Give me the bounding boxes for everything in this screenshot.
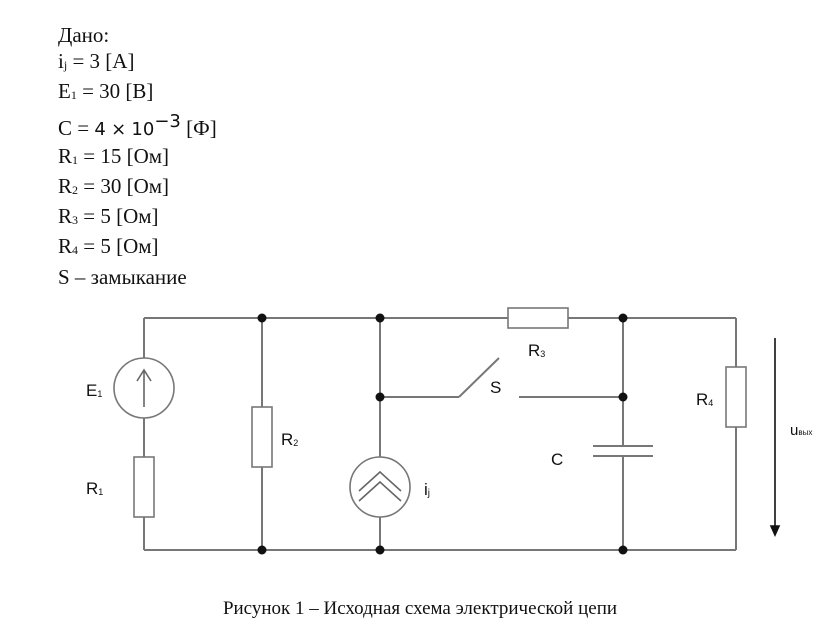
resistor-r3 bbox=[507, 307, 569, 329]
resistor-r4 bbox=[725, 366, 747, 428]
node bbox=[257, 313, 267, 323]
node bbox=[618, 392, 628, 402]
param-r1: R1 = 15 [Ом] bbox=[58, 143, 170, 168]
figure-caption: Рисунок 1 – Исходная схема электрической… bbox=[222, 598, 618, 619]
label-uout: uвых bbox=[790, 422, 812, 439]
nodes bbox=[257, 313, 628, 555]
param-r4: R4 = 5 [Ом] bbox=[58, 234, 159, 259]
resistor-r2 bbox=[251, 406, 273, 468]
node bbox=[618, 545, 628, 555]
node bbox=[375, 392, 385, 402]
arrow-up-icon bbox=[136, 368, 152, 407]
label-r3: R3 bbox=[528, 341, 545, 360]
given-title: Дано: bbox=[58, 23, 110, 47]
label-r4: R4 bbox=[696, 390, 713, 409]
label-e1: E1 bbox=[86, 381, 102, 400]
node bbox=[618, 313, 628, 323]
label-ij: ij bbox=[424, 480, 430, 499]
label-r1: R1 bbox=[86, 479, 103, 498]
current-source-ij bbox=[349, 456, 411, 518]
switch-blade bbox=[458, 357, 500, 398]
resistor-r1 bbox=[133, 456, 155, 518]
node bbox=[375, 545, 385, 555]
label-c: C bbox=[551, 450, 563, 469]
node bbox=[257, 545, 267, 555]
param-r3: R3 = 5 [Ом] bbox=[58, 204, 159, 229]
label-r2: R2 bbox=[281, 430, 298, 449]
node bbox=[375, 313, 385, 323]
output-voltage-arrow-icon bbox=[769, 338, 781, 537]
param-ij: ij = 3 [А] bbox=[58, 49, 135, 74]
double-chevron-up-icon bbox=[358, 470, 402, 502]
param-c: C = 4 × 10−3 [Ф] bbox=[58, 110, 217, 140]
label-s: S bbox=[490, 378, 501, 397]
given-data-block: Дано: ij = 3 [А] E1 = 30 [В] C = 4 × 10−… bbox=[58, 22, 217, 290]
param-e1: E1 = 30 [В] bbox=[58, 79, 154, 104]
param-r2: R2 = 30 [Ом] bbox=[58, 174, 170, 199]
switch-note: S – замыкание bbox=[58, 264, 187, 289]
